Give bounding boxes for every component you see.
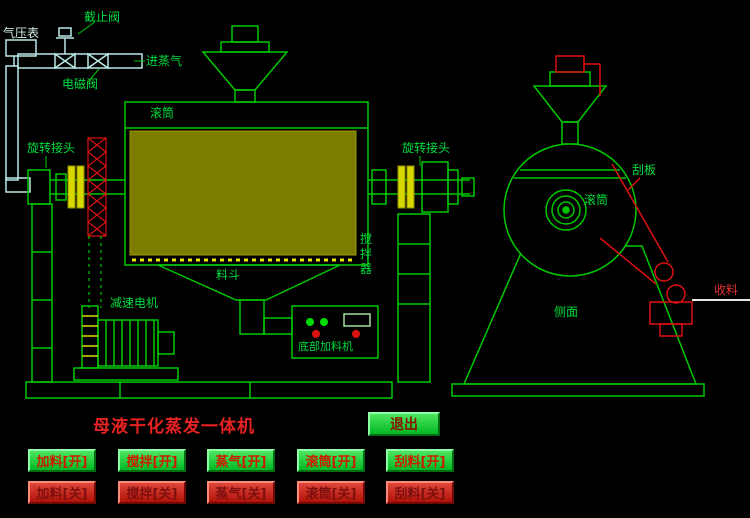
steam-off-button[interactable]: 蒸气[关] [207, 481, 275, 504]
gear-motor-label: 减速电机 [110, 296, 159, 310]
chain-drive [88, 236, 102, 308]
left-coupling-b [76, 165, 85, 209]
scraper-label: 刮板 [632, 163, 657, 177]
steam-inlet-label: 进蒸气 [146, 54, 183, 68]
rotary-joint-right-label: 旋转接头 [402, 141, 451, 155]
stir-off-button[interactable]: 搅拌[关] [118, 481, 186, 504]
feed-on-button[interactable]: 加料[开] [28, 449, 96, 472]
scrape-off-button[interactable]: 刮料[关] [386, 481, 454, 504]
hopper-label: 料斗 [216, 268, 241, 282]
steam-piping [5, 27, 143, 193]
left-coupling-a [67, 165, 76, 209]
collect-label: 收料 [714, 283, 739, 297]
page-title: 母液干化蒸发一体机 [93, 417, 255, 437]
stop-valve-label: 截止阀 [84, 10, 121, 24]
drum-off-button[interactable]: 滚筒[关] [297, 481, 365, 504]
pressure-gauge-label: 气压表 [3, 26, 40, 40]
label-leader-lines [45, 21, 421, 168]
feed-off-button[interactable]: 加料[关] [28, 481, 96, 504]
panel-led-red-2 [352, 330, 360, 338]
gear-motor [73, 305, 179, 381]
drum-side-label: 滚筒 [584, 193, 609, 207]
exit-button[interactable]: 退出 [368, 412, 440, 436]
drum-label: 滚筒 [150, 106, 175, 120]
agitator-label: 搅拌器 [360, 232, 373, 276]
drum-material-fill [129, 130, 357, 256]
drum-on-button[interactable]: 滚筒[开] [297, 449, 365, 472]
right-coupling-b [406, 165, 415, 209]
top-funnel [201, 25, 289, 103]
scraper-assembly [555, 55, 693, 337]
side-view-label: 侧面 [554, 305, 579, 319]
panel-led-red-1 [312, 330, 320, 338]
side-drum-circle [503, 143, 637, 277]
panel-led-green-2 [320, 318, 328, 326]
panel-led-green-1 [306, 318, 314, 326]
side-funnel [532, 71, 608, 145]
feeder-panel [291, 305, 379, 359]
rotary-joint-left-label: 旋转接头 [27, 141, 76, 155]
motor-pulley-stripes [82, 315, 98, 357]
steam-on-button[interactable]: 蒸气[开] [207, 449, 275, 472]
scrape-on-button[interactable]: 刮料[开] [386, 449, 454, 472]
right-coupling-a [397, 165, 406, 209]
bottom-feeder-label: 底部加料机 [298, 340, 353, 353]
support-frames [25, 203, 431, 399]
stir-on-button[interactable]: 搅拌[开] [118, 449, 186, 472]
chain-sprocket [87, 137, 107, 237]
solenoid-valve-label: 电磁阀 [62, 77, 99, 91]
right-shaft [368, 161, 475, 213]
